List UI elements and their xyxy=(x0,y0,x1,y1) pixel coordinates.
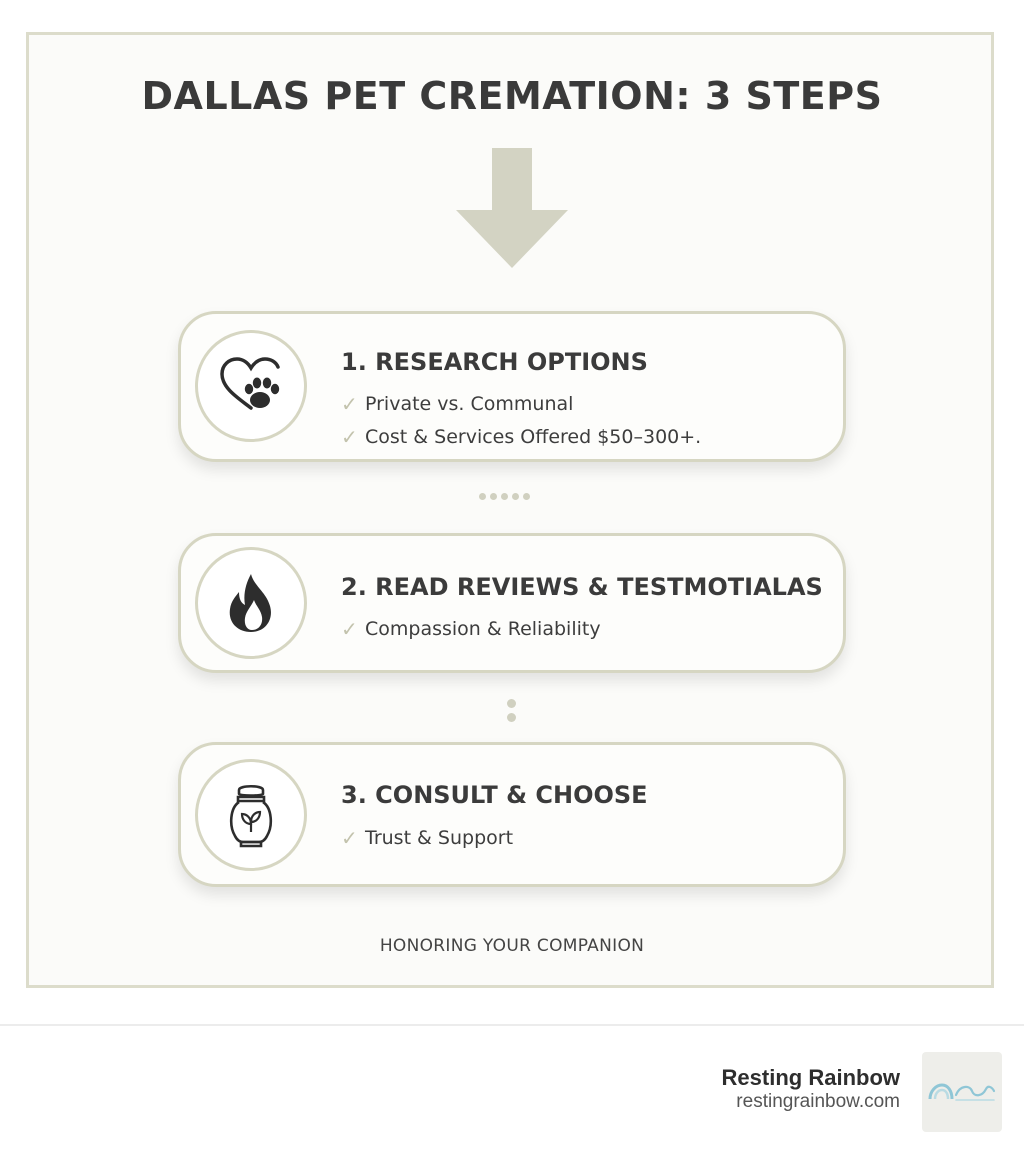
step-bullet-text: Cost & Services Offered $50–300+. xyxy=(365,425,702,448)
step-card-consult: 3. CONSULT & CHOOSE ✓ Trust & Support xyxy=(178,742,846,887)
step-bullet: ✓ Private vs. Communal xyxy=(341,387,701,420)
step-card-research: 1. RESEARCH OPTIONS ✓ Private vs. Commun… xyxy=(178,311,846,462)
footer-divider xyxy=(0,1024,1024,1026)
flame-icon xyxy=(229,574,271,632)
down-arrow-icon xyxy=(456,148,568,268)
step-icon-circle xyxy=(195,547,307,659)
brand-name: Resting Rainbow xyxy=(721,1065,900,1090)
step-title: 2. READ REVIEWS & TESTMOTIALAS xyxy=(341,573,823,601)
step-bullet: ✓ Trust & Support xyxy=(341,821,513,854)
connector-dots xyxy=(479,493,530,500)
step-icon-circle xyxy=(195,330,307,442)
step-bullet-text: Compassion & Reliability xyxy=(365,617,601,640)
step-icon-circle xyxy=(195,759,307,871)
heart-paw-icon xyxy=(220,357,280,410)
check-icon: ✓ xyxy=(341,391,358,416)
check-icon: ✓ xyxy=(341,825,358,850)
step-bullet-list: ✓ Compassion & Reliability xyxy=(341,612,601,645)
page-title: DALLAS PET CREMATION: 3 STEPS xyxy=(141,74,883,118)
check-icon: ✓ xyxy=(341,424,358,449)
step-bullet-list: ✓ Trust & Support xyxy=(341,821,513,854)
step-card-reviews: 2. READ REVIEWS & TESTMOTIALAS ✓ Compass… xyxy=(178,533,846,673)
rainbow-logo-icon xyxy=(928,1083,996,1101)
brand-logo[interactable] xyxy=(922,1052,1002,1132)
urn-icon xyxy=(229,784,273,848)
step-bullet: ✓ Compassion & Reliability xyxy=(341,612,601,645)
step-bullet-list: ✓ Private vs. Communal ✓ Cost & Services… xyxy=(341,387,701,453)
brand-url-link[interactable]: restingrainbow.com xyxy=(736,1091,900,1112)
step-title: 3. CONSULT & CHOOSE xyxy=(341,781,648,809)
connector-dots xyxy=(507,699,516,722)
step-bullet-text: Private vs. Communal xyxy=(365,392,574,415)
step-bullet-text: Trust & Support xyxy=(365,826,514,849)
check-icon: ✓ xyxy=(341,616,358,641)
step-title: 1. RESEARCH OPTIONS xyxy=(341,348,648,376)
tagline: HONORING YOUR COMPANION xyxy=(379,936,645,956)
step-bullet: ✓ Cost & Services Offered $50–300+. xyxy=(341,420,701,453)
